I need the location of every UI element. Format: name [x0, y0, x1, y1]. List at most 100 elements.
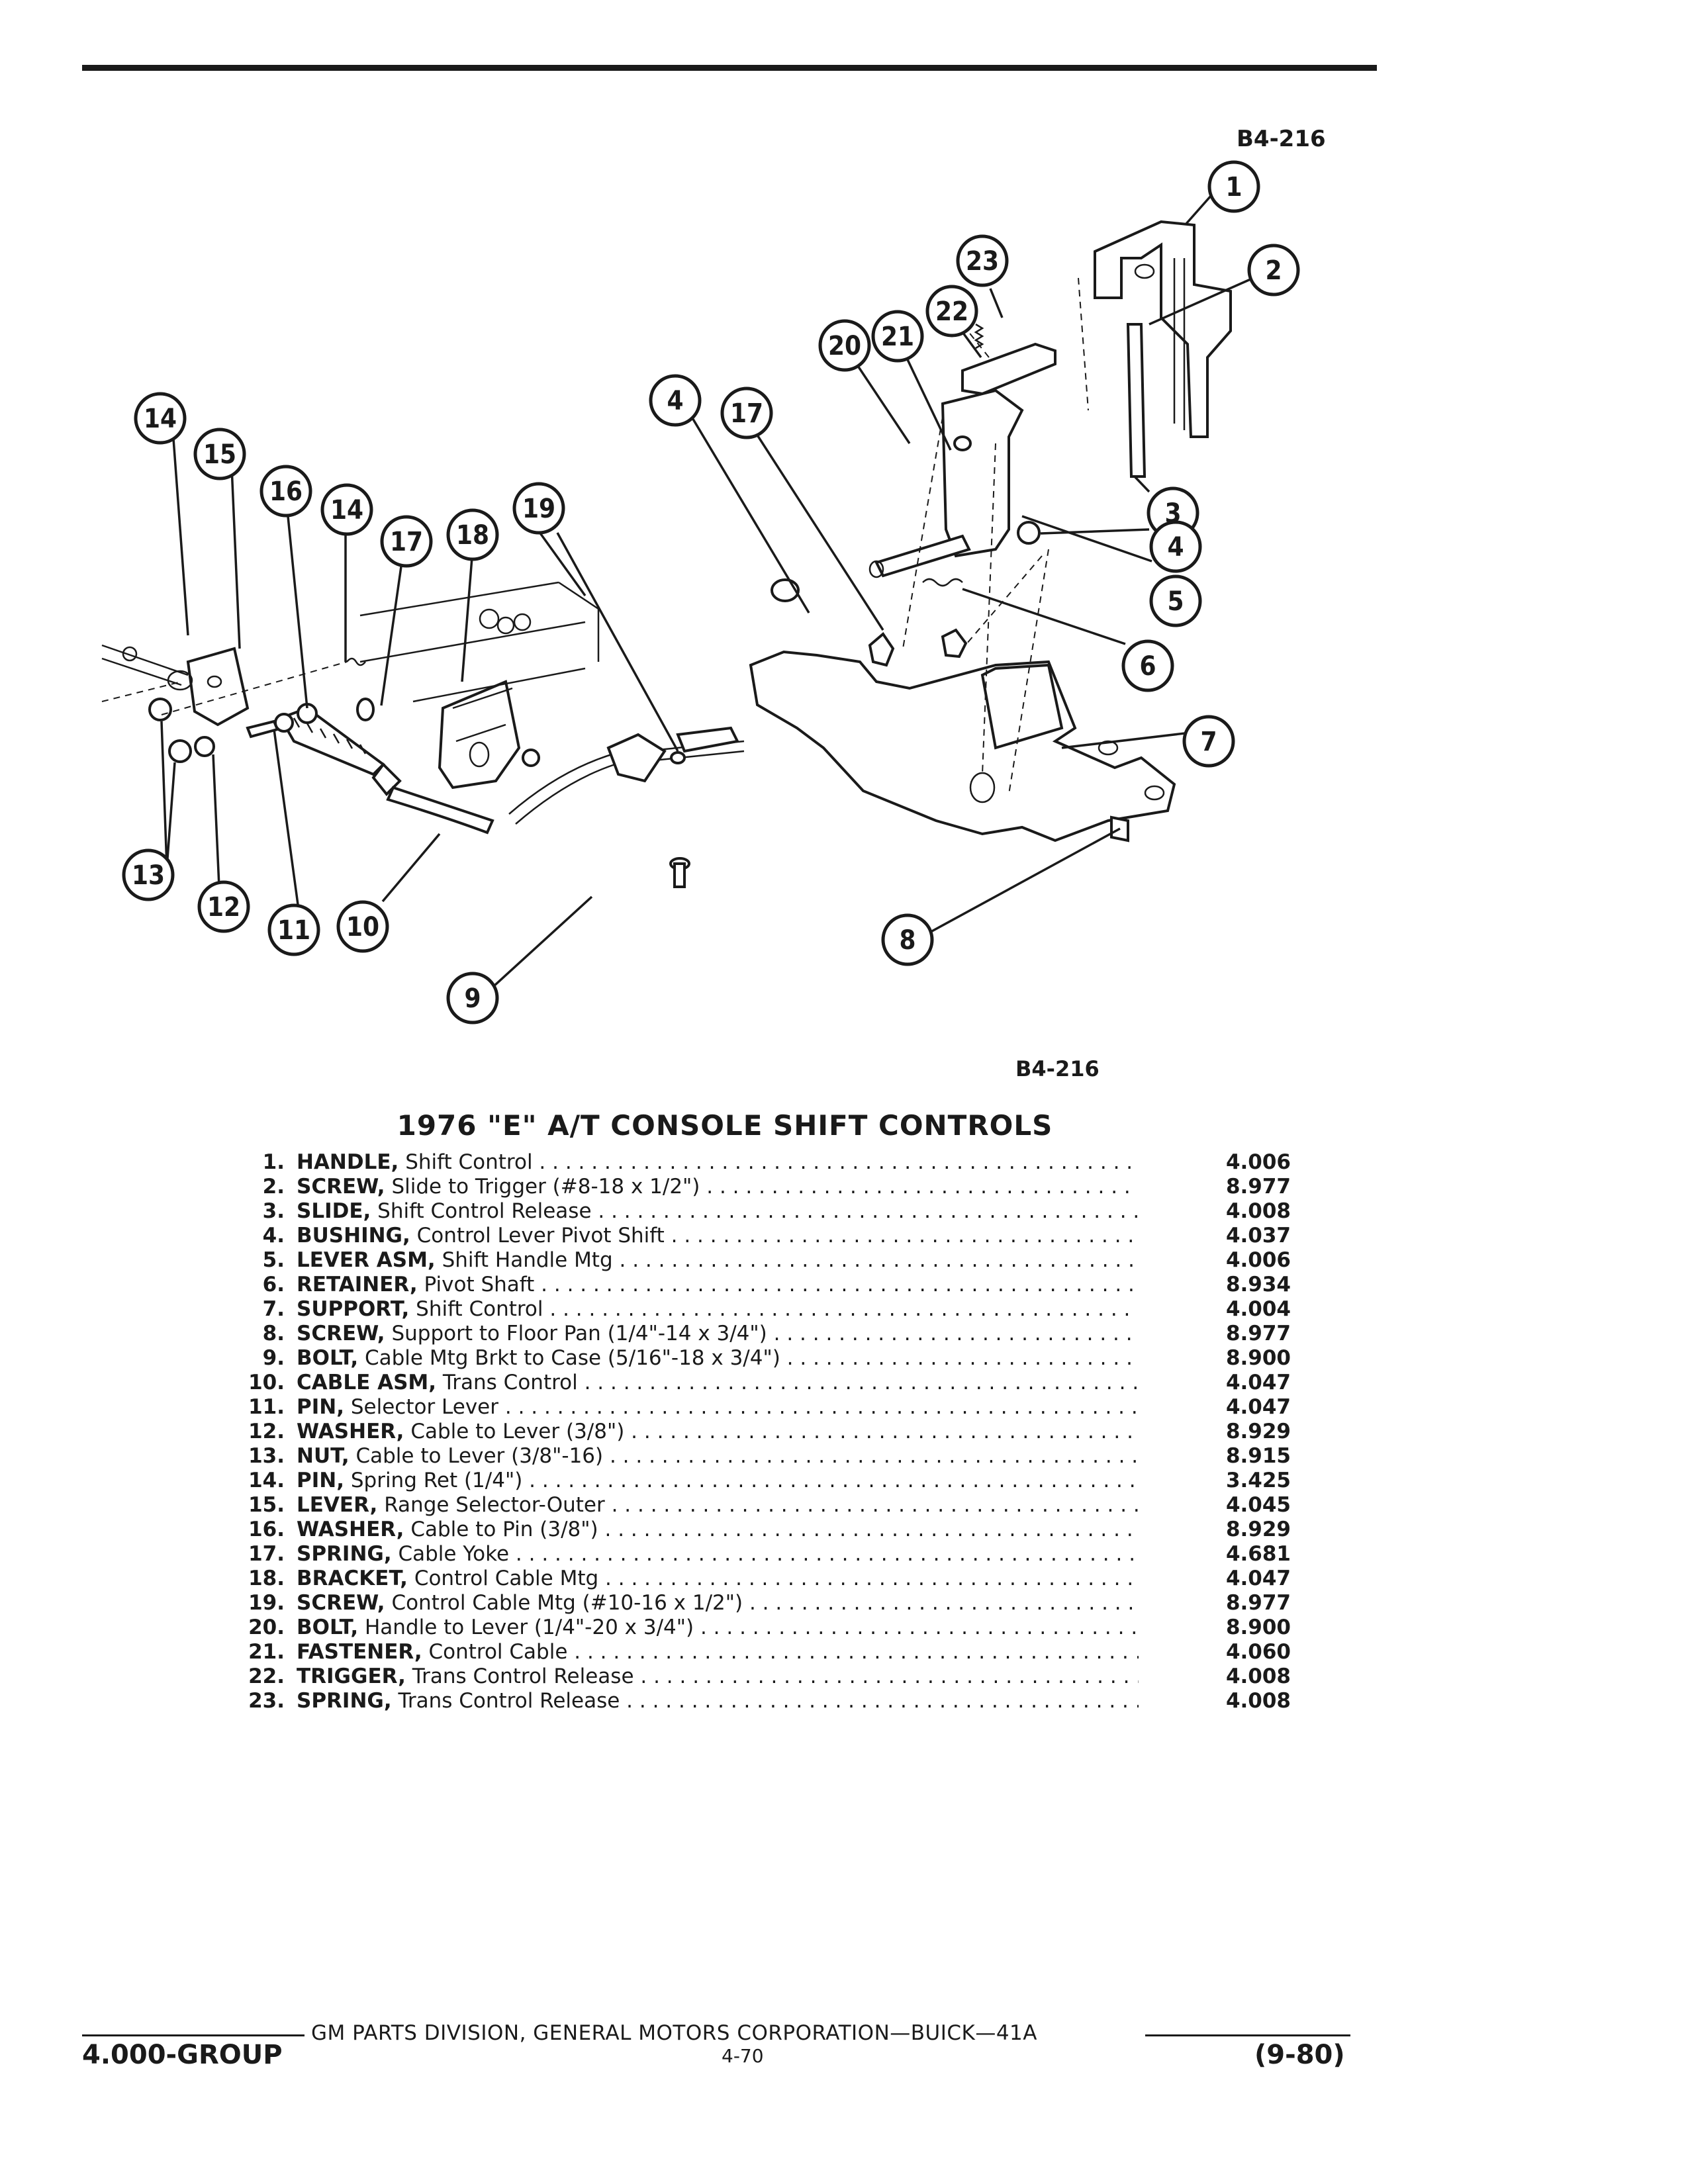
part-row: 4.BUSHING, Control Lever Pivot Shift . .… — [218, 1224, 1291, 1248]
part-row: 6.RETAINER, Pivot Shaft . . . . . . . . … — [218, 1273, 1291, 1297]
part-name: NUT, — [297, 1444, 350, 1468]
page-title: 1976 "E" A/T CONSOLE SHIFT CONTROLS — [0, 1109, 1688, 1142]
part-number: 1. — [262, 1150, 285, 1174]
part-row: 17.SPRING, Cable Yoke . . . . . . . . . … — [218, 1542, 1291, 1567]
part-name: SUPPORT, — [297, 1297, 410, 1321]
part-number: 4. — [262, 1224, 285, 1248]
part-detail: Trans Control — [442, 1371, 578, 1394]
svg-text:17: 17 — [730, 398, 763, 429]
part-detail: Control Cable Mtg — [414, 1567, 599, 1590]
callout-17b: 17 — [720, 387, 773, 439]
part-group-code: 4.037 — [1139, 1224, 1291, 1248]
part-group-code: 4.047 — [1139, 1567, 1291, 1591]
bracket-shape — [438, 680, 540, 790]
retainer-shape — [922, 578, 963, 587]
part-number: 13. — [248, 1444, 285, 1468]
part-row: 3.SLIDE, Shift Control Release . . . . .… — [218, 1199, 1291, 1224]
part-row: 22.TRIGGER, Trans Control Release . . . … — [218, 1664, 1291, 1689]
footer-page-number: 4-70 — [722, 2045, 764, 2067]
svg-text:14: 14 — [144, 404, 177, 434]
part-row: 8.SCREW, Support to Floor Pan (1/4"-14 x… — [218, 1322, 1291, 1346]
part-number: 18. — [248, 1567, 285, 1590]
part-number: 11. — [248, 1395, 285, 1419]
callout-22: 22 — [925, 285, 978, 338]
part-name: HANDLE, — [297, 1150, 399, 1174]
callout-16: 16 — [259, 465, 312, 518]
svg-text:4: 4 — [667, 386, 683, 416]
callout-10: 10 — [336, 900, 389, 953]
footer-rule-left — [82, 2034, 305, 2036]
callout-8: 8 — [881, 913, 934, 966]
part-detail: Handle to Lever (1/4"-20 x 3/4") — [364, 1615, 694, 1639]
part-detail: Selector Lever — [350, 1395, 499, 1419]
part-number: 23. — [248, 1689, 285, 1713]
svg-text:15: 15 — [203, 439, 236, 470]
part-name: SPRING, — [297, 1689, 392, 1713]
svg-text:7: 7 — [1200, 727, 1217, 757]
callout-12: 12 — [197, 880, 250, 933]
part-number: 12. — [248, 1420, 285, 1443]
selector-cable-end — [101, 644, 402, 796]
callout-9: 9 — [446, 972, 499, 1024]
part-number: 6. — [262, 1273, 285, 1297]
part-group-code: 8.900 — [1139, 1346, 1291, 1371]
part-group-code: 8.915 — [1139, 1444, 1291, 1469]
svg-text:9: 9 — [464, 983, 481, 1014]
part-detail: Range Selector-Outer — [384, 1493, 605, 1517]
callout-14b: 14 — [320, 483, 373, 536]
footer-group: 4.000-GROUP — [82, 2040, 283, 2070]
svg-text:22: 22 — [935, 296, 968, 327]
part-name: WASHER, — [297, 1518, 404, 1541]
part-name: SCREW, — [297, 1175, 385, 1199]
part-name: FASTENER, — [297, 1640, 422, 1664]
svg-text:18: 18 — [456, 520, 489, 551]
part-group-code: 8.900 — [1139, 1615, 1291, 1640]
part-detail: Shift Handle Mtg — [442, 1248, 613, 1272]
part-number: 14. — [248, 1469, 285, 1492]
part-name: PIN, — [297, 1395, 344, 1419]
part-group-code: 8.977 — [1139, 1175, 1291, 1199]
part-group-code: 4.047 — [1139, 1371, 1291, 1395]
part-name: SPRING, — [297, 1542, 392, 1566]
part-number: 7. — [262, 1297, 285, 1321]
exploded-parts-diagram: 1 2 3 4 4 5 6 7 8 9 10 11 12 13 14 14 15… — [101, 160, 1300, 1024]
part-group-code: 4.006 — [1139, 1248, 1291, 1273]
part-name: TRIGGER, — [297, 1664, 406, 1688]
svg-text:6: 6 — [1139, 651, 1156, 682]
part-detail: Shift Control — [405, 1150, 533, 1174]
callouts: 1 2 3 4 4 5 6 7 8 9 10 11 12 13 14 14 15… — [122, 160, 1300, 1024]
part-row: 19.SCREW, Control Cable Mtg (#10-16 x 1/… — [218, 1591, 1291, 1615]
part-group-code: 4.047 — [1139, 1395, 1291, 1420]
part-group-code: 4.006 — [1139, 1150, 1291, 1175]
svg-text:12: 12 — [207, 892, 240, 923]
part-detail: Cable to Lever (3/8") — [410, 1420, 625, 1443]
part-group-code: 3.425 — [1139, 1469, 1291, 1493]
footer-rule-right — [1145, 2034, 1350, 2036]
svg-text:21: 21 — [881, 322, 914, 352]
part-number: 21. — [248, 1640, 285, 1664]
part-row: 5.LEVER ASM, Shift Handle Mtg . . . . . … — [218, 1248, 1291, 1273]
part-group-code: 4.060 — [1139, 1640, 1291, 1664]
callout-23: 23 — [956, 234, 1009, 287]
footer-date: (9-80) — [1254, 2040, 1345, 2070]
callout-6: 6 — [1121, 639, 1174, 692]
part-row: 20.BOLT, Handle to Lever (1/4"-20 x 3/4"… — [218, 1615, 1291, 1640]
part-name: BUSHING, — [297, 1224, 410, 1248]
part-name: BOLT, — [297, 1346, 359, 1370]
part-row: 18.BRACKET, Control Cable Mtg . . . . . … — [218, 1567, 1291, 1591]
figure-id-bottom: B4-216 — [1015, 1056, 1100, 1081]
part-group-code: 8.929 — [1139, 1420, 1291, 1444]
part-row: 10.CABLE ASM, Trans Control . . . . . . … — [218, 1371, 1291, 1395]
svg-text:17: 17 — [390, 527, 423, 557]
part-number: 17. — [248, 1542, 285, 1566]
part-name: PIN, — [297, 1469, 344, 1492]
part-detail: Cable Yoke — [398, 1542, 510, 1566]
svg-text:19: 19 — [522, 494, 555, 524]
part-detail: Cable to Pin (3/8") — [410, 1518, 598, 1541]
fastener-clips — [868, 628, 968, 667]
svg-text:1: 1 — [1225, 172, 1242, 203]
part-detail: Cable to Lever (3/8"-16) — [355, 1444, 604, 1468]
page-title-text: 1976 "E" A/T CONSOLE SHIFT CONTROLS — [397, 1109, 1053, 1142]
svg-text:8: 8 — [899, 925, 915, 956]
part-row: 2.SCREW, Slide to Trigger (#8-18 x 1/2")… — [218, 1175, 1291, 1199]
